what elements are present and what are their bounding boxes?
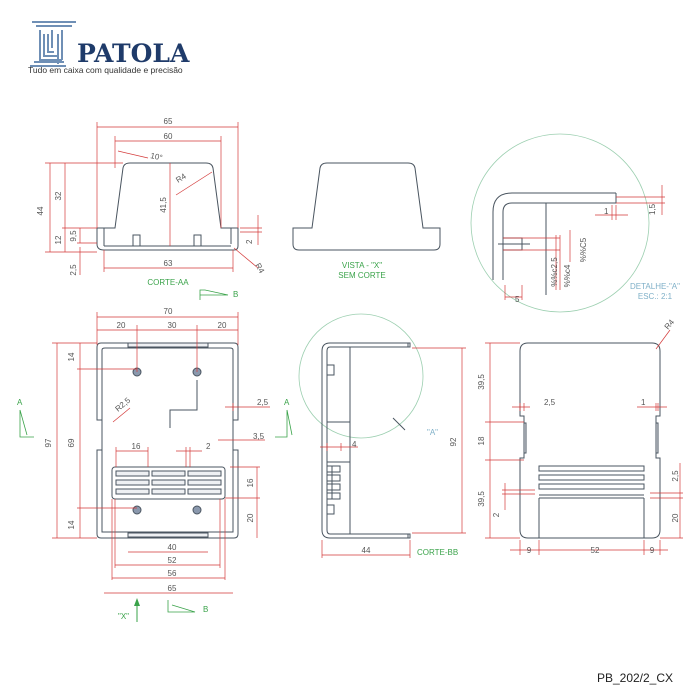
- detail-dim-c4: %%c4: [563, 264, 572, 287]
- dim-4: 4: [352, 440, 357, 449]
- dim-56: 56: [168, 569, 177, 578]
- dim-20-left: 20: [117, 321, 126, 330]
- corte-bb-label: CORTE-BB: [417, 548, 458, 557]
- arrow-head-icon: [134, 598, 140, 606]
- vista-x-label: VISTA - "X": [342, 261, 382, 270]
- dim-9-right: 9: [650, 546, 655, 555]
- detalhe-a-view: 1 1,5 5 %%C5 %%c2,5 %%c4 DETALHE-"A" ESC…: [470, 133, 680, 313]
- dim-20-plan: 20: [246, 513, 255, 522]
- dim-20-right: 20: [218, 321, 227, 330]
- section-marker-b: [167, 600, 196, 613]
- dim-12: 12: [54, 235, 63, 244]
- corte-aa-label: CORTE-AA: [147, 278, 189, 287]
- dim-63: 63: [164, 259, 173, 268]
- detail-dim-1-5: 1,5: [648, 203, 657, 215]
- dim-r2-5: R2,5: [114, 395, 133, 413]
- plan-view: 70 20 30 20 97 14 69 14 R2,5 2,5 3,5 16 …: [17, 307, 293, 622]
- dim-16-vent: 16: [246, 478, 255, 487]
- dim-9-left: 9: [527, 546, 532, 555]
- logo-name: PATOLA: [77, 39, 190, 68]
- dim-9-5: 9,5: [69, 230, 78, 242]
- dim-39-5-bottom: 39,5: [477, 491, 486, 507]
- dim-angle-10: 10°: [150, 151, 164, 162]
- section-marker-a-left: [19, 409, 34, 438]
- detalhe-a-label: DETALHE-"A": [630, 282, 680, 291]
- detalhe-a-scale: ESC.: 2:1: [638, 292, 673, 301]
- dim-44-bb: 44: [362, 546, 371, 555]
- dim-r4-bottom: R4: [253, 262, 266, 276]
- dim-65: 65: [164, 117, 173, 126]
- dim-20-side: 20: [671, 513, 680, 522]
- vista-x-sublabel: SEM CORTE: [338, 271, 385, 280]
- vent-slots: [115, 470, 222, 495]
- dim-14-bottom: 14: [67, 520, 76, 529]
- dim-3-5: 3,5: [253, 432, 265, 441]
- dim-18: 18: [477, 436, 486, 445]
- detail-dim-c5: %%C5: [579, 237, 588, 262]
- dim-39-5-top: 39,5: [477, 374, 486, 390]
- dim-41-5: 41,5: [159, 197, 168, 213]
- section-marker-a-right: [275, 409, 293, 438]
- dim-2-5-vent: 2,5: [671, 470, 680, 482]
- vista-x-view: VISTA - "X" SEM CORTE: [292, 162, 441, 280]
- detail-a-reference: "A": [427, 428, 438, 437]
- corte-bb-view: 92 4 44 CORTE-BB "A": [298, 313, 466, 558]
- patola-logo: PATOLA Tudo em caixa com qualidade e pre…: [28, 21, 190, 75]
- dim-52: 52: [168, 556, 177, 565]
- dim-2-side: 2: [492, 512, 501, 517]
- drawing-code: PB_202/2_CX: [597, 671, 673, 685]
- section-marker-b-top: [199, 289, 229, 300]
- detail-dim-5: 5: [515, 295, 520, 304]
- dim-65-plan: 65: [168, 584, 177, 593]
- dim-40: 40: [168, 543, 177, 552]
- dim-2: 2: [245, 239, 254, 244]
- dim-60: 60: [164, 132, 173, 141]
- dim-1-side: 1: [641, 398, 646, 407]
- bottom-slot: [127, 532, 209, 538]
- marker-b: B: [203, 605, 208, 614]
- detail-dim-1: 1: [604, 207, 609, 216]
- dim-52-side: 52: [591, 546, 600, 555]
- dim-92: 92: [449, 437, 458, 446]
- dim-97: 97: [44, 438, 53, 447]
- boss-top: [327, 364, 335, 376]
- marker-x: "X": [118, 612, 129, 621]
- dim-16: 16: [132, 442, 141, 451]
- marker-a-right: A: [284, 398, 290, 407]
- dim-r4: R4: [174, 171, 188, 184]
- dim-2-plan: 2: [206, 442, 211, 451]
- dim-44: 44: [36, 206, 45, 215]
- side-view: 39,5 18 39,5 2,5 1 2,5 20 2 9 52 9 R4: [477, 317, 683, 555]
- corte-aa-view: 65 60 10° R4 44 32 12 9,5 2,5 41,5 63 2 …: [36, 117, 266, 300]
- detail-dim-c2-5: %%c2,5: [550, 257, 559, 287]
- dim-32: 32: [54, 191, 63, 200]
- dim-2-5-plan: 2,5: [257, 398, 269, 407]
- dim-70: 70: [164, 307, 173, 316]
- logo-tagline: Tudo em caixa com qualidade e precisão: [28, 65, 183, 75]
- marker-a-left: A: [17, 398, 23, 407]
- dim-14-top: 14: [67, 352, 76, 361]
- dim-2-5-side: 2,5: [544, 398, 556, 407]
- top-slot: [127, 342, 209, 348]
- dim-69: 69: [67, 438, 76, 447]
- side-vent-slots: [538, 465, 645, 538]
- vent-profile: [327, 465, 341, 515]
- dim-30: 30: [168, 321, 177, 330]
- dim-2-5: 2,5: [69, 264, 78, 276]
- marker-b-top: B: [233, 290, 238, 299]
- dim-r4-side: R4: [663, 317, 677, 331]
- logo-emblem-icon: [30, 21, 76, 67]
